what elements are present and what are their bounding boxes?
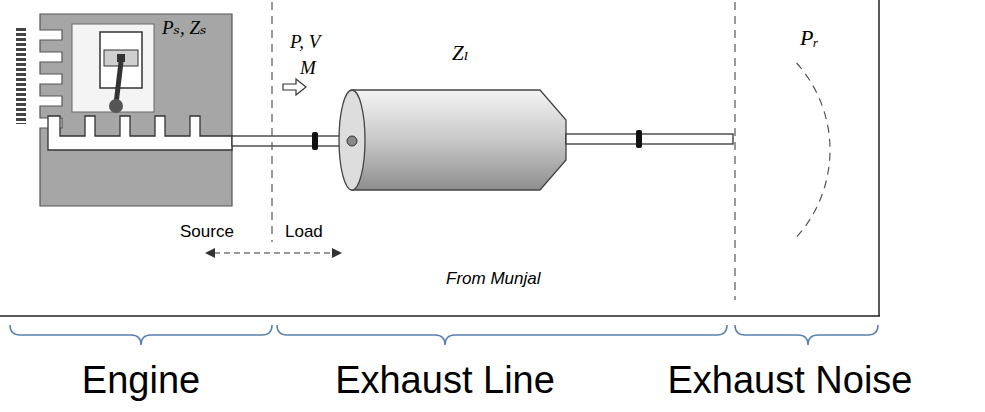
connecting-rod	[116, 62, 121, 104]
frame-line	[878, 0, 880, 316]
radiated-pressure: Pᵣ	[800, 26, 819, 50]
arrow-head	[332, 248, 342, 258]
muffler-cap	[339, 90, 365, 190]
pipe-clamp	[636, 130, 642, 148]
mass-flow-variable: M	[300, 58, 316, 79]
load-impedance: Zₗ	[452, 42, 469, 65]
section-label: Engine	[82, 360, 200, 402]
source-load-arrow	[214, 252, 333, 253]
muffler-inlet	[347, 136, 357, 146]
credit-note: From Munjal	[446, 270, 540, 289]
radiation-plane	[734, 2, 735, 300]
section-label: Exhaust Line	[335, 360, 555, 402]
load-label: Load	[285, 223, 323, 242]
arrow-head	[205, 248, 215, 258]
radiated-wavefront	[797, 63, 830, 237]
engine-block	[40, 14, 232, 206]
source-label: Source	[180, 223, 234, 242]
brace	[735, 325, 878, 345]
muffler-body	[352, 90, 566, 190]
brace	[277, 325, 727, 345]
brace	[10, 325, 272, 345]
exhaust-manifold	[48, 116, 232, 150]
wrist-pin	[117, 54, 125, 62]
frame-line	[0, 315, 880, 317]
source-variable: Pₛ, Zₛ	[162, 18, 206, 39]
load-variable: P, V	[290, 32, 320, 53]
section-label: Exhaust Noise	[667, 360, 912, 402]
crank	[109, 99, 123, 113]
tail-pipe	[566, 134, 733, 144]
flow-arrow	[283, 79, 306, 95]
engine-grille	[16, 28, 26, 124]
pipe-clamp	[312, 132, 318, 150]
source-load-plane	[271, 2, 272, 242]
crankcase	[72, 24, 154, 112]
exhaust-pipe	[232, 136, 352, 146]
